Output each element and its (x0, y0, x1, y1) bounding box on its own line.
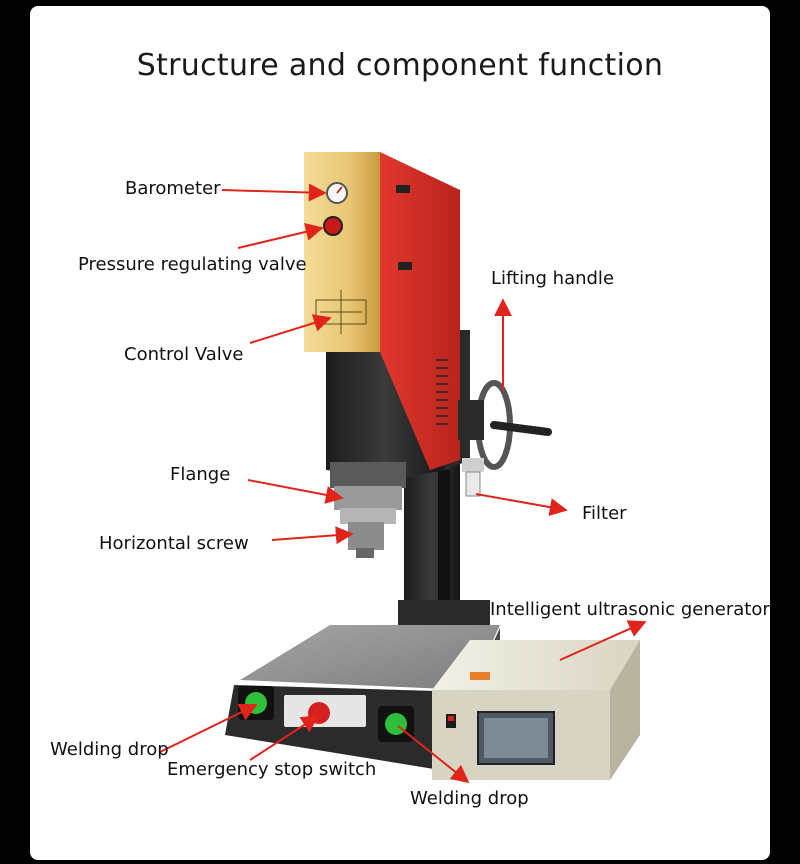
label-pressure-regulating-valve: Pressure regulating valve (78, 254, 307, 275)
pressure-valve-knob (323, 216, 343, 236)
page-title: Structure and component function (136, 48, 664, 83)
arrow-filter (475, 493, 568, 517)
arrow-flange (247, 479, 344, 504)
air-filter (462, 458, 484, 497)
flange-assembly (330, 462, 406, 558)
arrow-horizontal-screw (271, 526, 354, 545)
arrow-welding-drop-left (159, 704, 258, 753)
callout-arrows (159, 183, 647, 784)
label-welding-drop-left: Welding drop (50, 739, 169, 760)
label-filter: Filter (582, 503, 627, 524)
label-horizontal-screw: Horizontal screw (99, 533, 249, 554)
control-valve-schematic (315, 290, 367, 334)
label-control-valve: Control Valve (124, 344, 244, 365)
arrow-generator (559, 620, 647, 661)
arrow-welding-drop-right (397, 725, 470, 784)
label-generator: Intelligent ultrasonic generator (490, 599, 770, 620)
arrow-control-valve (249, 314, 332, 344)
lifting-handwheel (458, 380, 552, 470)
barometer-gauge (326, 182, 348, 204)
ultrasonic-generator (432, 640, 640, 780)
label-welding-drop-right: Welding drop (410, 788, 529, 809)
label-barometer: Barometer (125, 178, 221, 199)
label-emergency-stop-switch: Emergency stop switch (167, 759, 377, 780)
spring (436, 359, 448, 425)
arrow-emergency-stop (249, 715, 320, 761)
label-flange: Flange (170, 464, 231, 485)
red-side-body (380, 152, 460, 470)
label-lifting-handle: Lifting handle (491, 268, 615, 289)
arrow-barometer (221, 183, 327, 202)
arrow-pressure-valve (237, 222, 324, 249)
